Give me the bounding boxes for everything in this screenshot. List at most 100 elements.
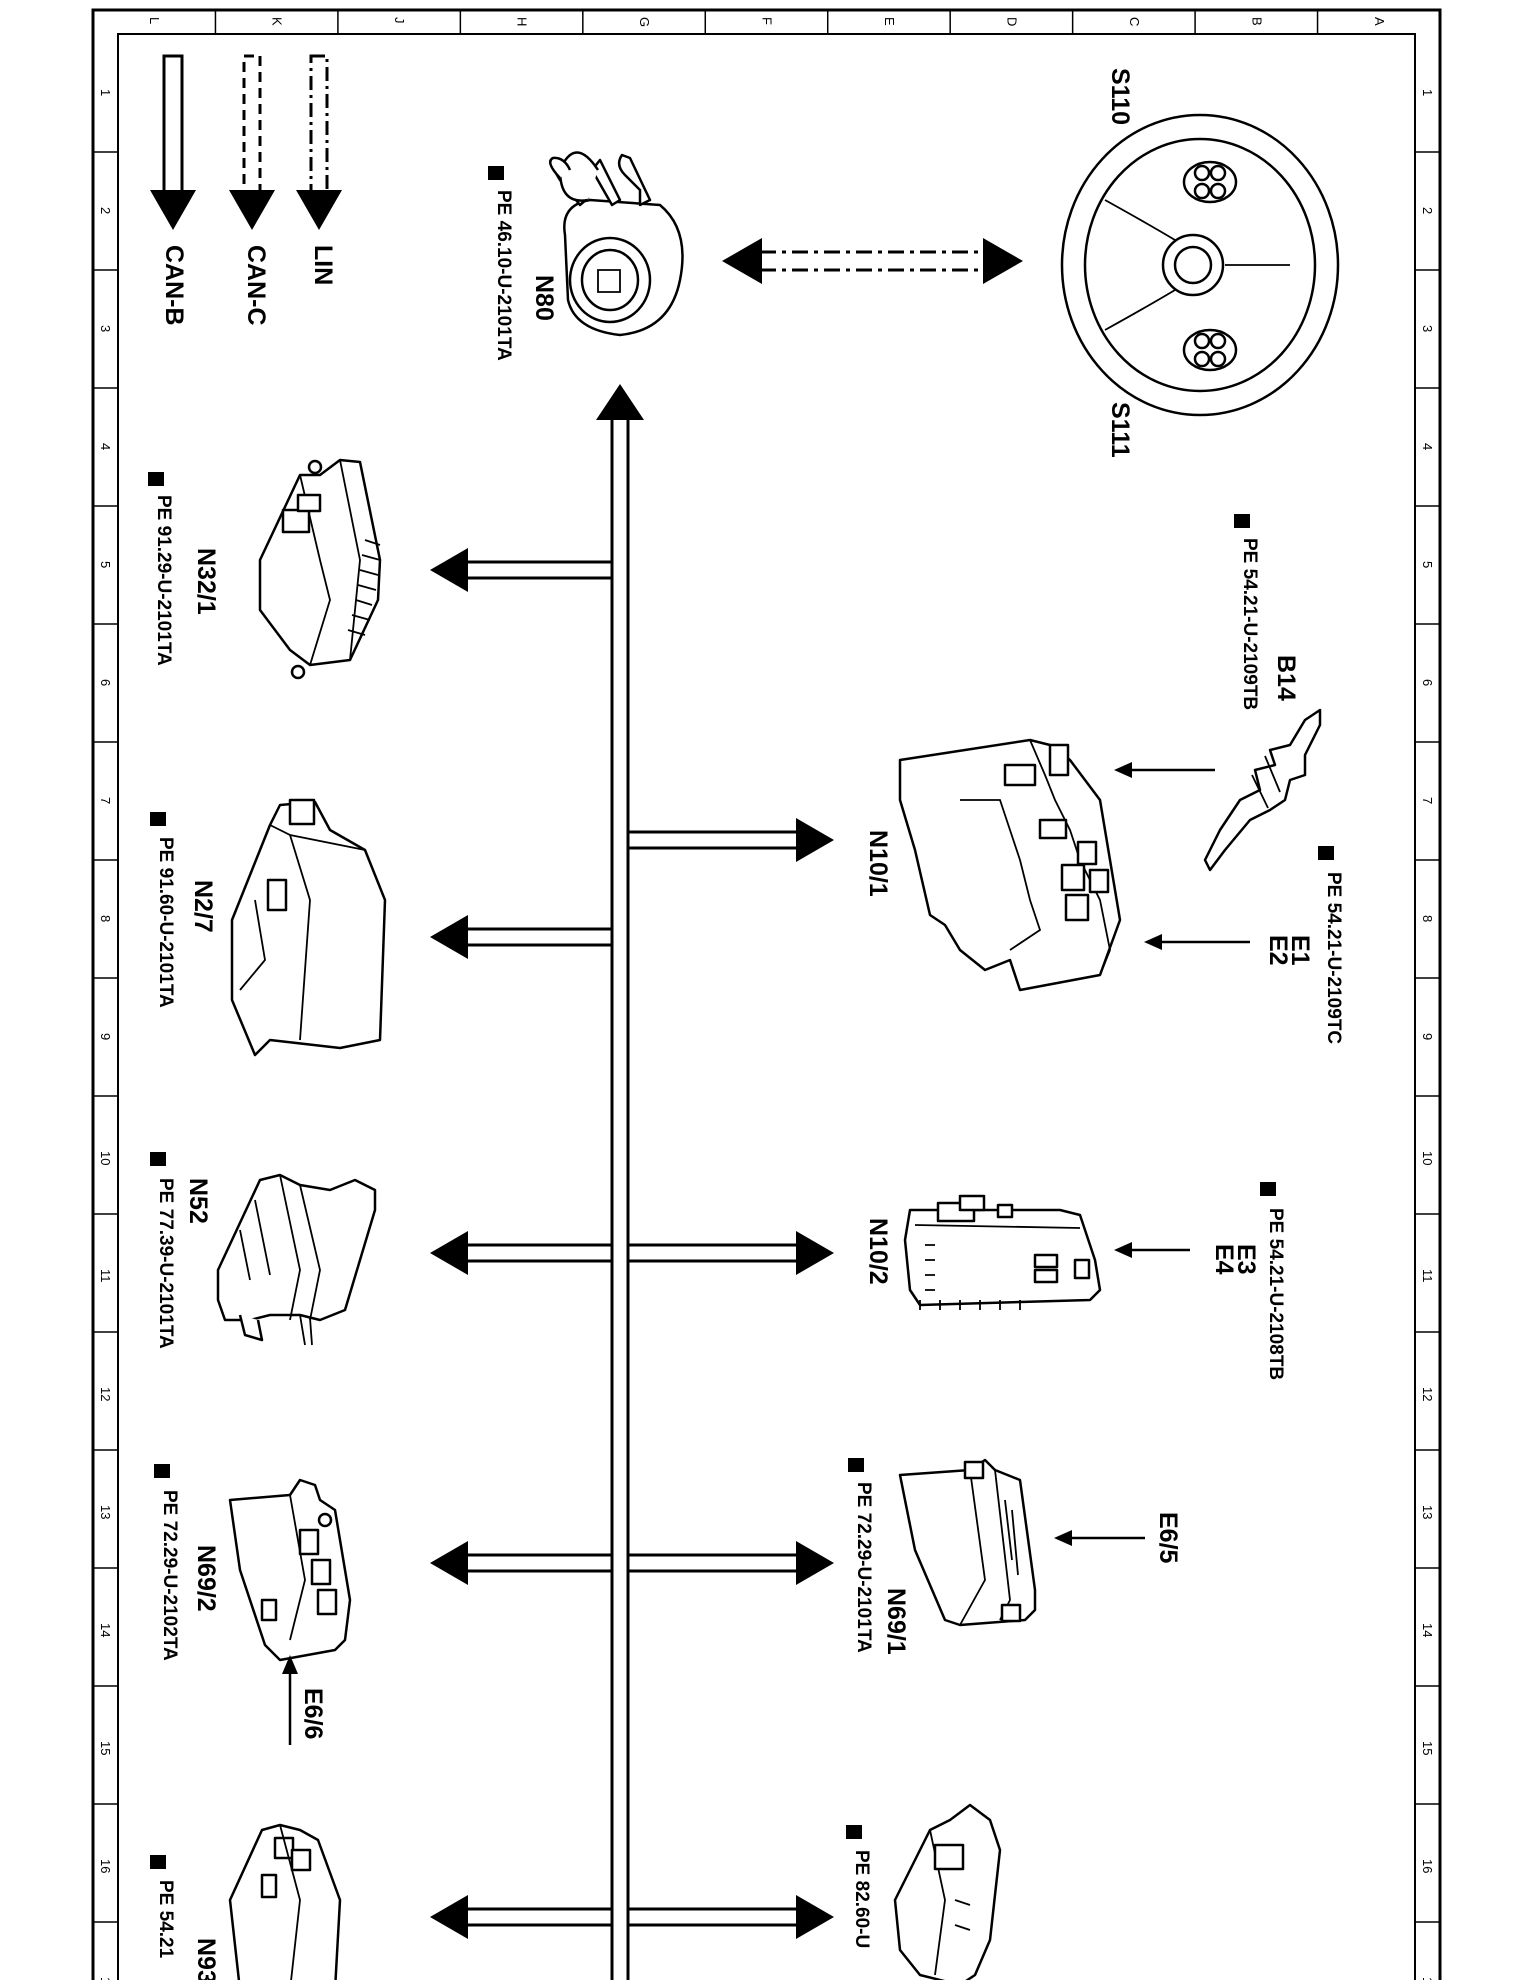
legend-lin-label: LIN [309,245,337,285]
legend: LIN CAN-C CAN-B [150,54,342,326]
n69-2-ref: PE 72.29-U-2102TA [159,1490,180,1661]
grid-number: 13 [98,1505,113,1519]
grid-number: 1 [1420,89,1435,96]
grid-letter: D [1004,17,1019,26]
arrow-to-n80 [596,384,644,420]
n80-module: N80 PE 46.10-U-2101TA [488,151,684,361]
branch-n10-1 [628,818,834,862]
grid-letter: B [1249,17,1264,26]
n32-1-module: N32/1 PE 91.29-U-2101TA [148,458,382,680]
frame [91,8,1442,1980]
e3-label: E3 [1232,1244,1260,1275]
n80-ref: PE 46.10-U-2101TA [493,190,514,361]
grid-number: 7 [98,797,113,804]
branch-n10-2 [628,1231,834,1275]
grid-number: 6 [1420,679,1435,686]
n32-1-label: N32/1 [192,548,220,615]
reference-hand-icon [150,812,166,826]
branch-n69-1 [628,1541,834,1585]
switch-s111 [1182,328,1238,372]
grid-letter: F [760,17,775,25]
e4-label: E4 [1210,1244,1238,1275]
legend-lin: LIN [296,54,342,285]
legend-can-c-label: CAN-C [242,245,270,326]
grid-letter: K [270,17,285,26]
n69-2-module: N69/2 PE 72.29-U-2102TA E6/6 [154,1464,352,1745]
n69-1-ref: PE 72.29-U-2101TA [853,1482,874,1653]
grid-number: 2 [98,207,113,214]
n69-2-label: N69/2 [192,1545,220,1612]
n10-2-label: N10/2 [864,1218,892,1285]
n52-ref: PE 77.39-U-2101TA [155,1178,176,1349]
reference-hand-icon [1318,846,1334,860]
grid-number: 2 [1420,207,1435,214]
grid-letter: G [637,17,652,27]
grid-number: 5 [98,561,113,568]
grid-number: 11 [1420,1269,1435,1283]
branch-n52 [430,1231,612,1275]
grid-number: 3 [98,325,113,332]
switch-s110 [1182,160,1238,204]
grid-number: 5 [1420,561,1435,568]
b14-label: B14 [1272,655,1300,701]
grid-number: 16 [1420,1859,1435,1873]
reference-hand-icon [150,1855,166,1869]
reference-hand-icon [150,1152,166,1166]
grid-number: 1 [1420,1977,1435,1980]
reference-hand-icon [1260,1182,1276,1196]
legend-can-b-label: CAN-B [160,245,188,326]
grid-number: 16 [98,1859,113,1873]
n10-1-label: N10/1 [864,830,892,897]
grid-number: 10 [1420,1151,1435,1165]
grid-number: 11 [98,1269,113,1283]
grid-number: 6 [98,679,113,686]
lin-link [722,238,1023,284]
reference-hand-icon [848,1458,864,1472]
n52-label: N52 [184,1178,212,1224]
grid-number: 9 [1420,1033,1435,1040]
grid-number: 1 [98,89,113,96]
e6-6-label: E6/6 [299,1688,327,1739]
branch-n2-7 [430,915,612,959]
reference-hand-icon [846,1825,862,1839]
n69-1-label: N69/1 [882,1588,910,1655]
bottom-right-module: PE 82.60-U [846,1803,1002,1980]
legend-can-b: CAN-B [150,54,196,326]
b14-ref: PE 54.21-U-2109TB [1239,538,1260,710]
grid-letter: H [515,17,530,26]
grid-number: 1 [98,1977,113,1980]
grid-number: 8 [98,915,113,922]
n93-ref: PE 54.21 [155,1880,176,1959]
grid-number: 14 [1420,1623,1435,1637]
n10-2-ref: PE 54.21-U-2108TB [1265,1208,1286,1380]
grid-number: 14 [98,1623,113,1637]
can-b-bus [430,384,834,1980]
grid-letter: C [1127,17,1142,26]
grid-number: 13 [1420,1505,1435,1519]
grid-letter: L [147,17,162,24]
n2-7-label: N2/7 [189,880,217,933]
e2-label: E2 [1264,935,1292,966]
grid-letter: E [882,17,897,26]
reference-hand-icon [488,166,504,180]
e6-5-label: E6/5 [1154,1512,1182,1564]
reference-hand-icon [148,472,164,486]
grid-number: 4 [1420,443,1435,450]
n2-7-ref: PE 91.60-U-2101TA [155,837,176,1008]
grid-letter: A [1372,17,1387,26]
e1-label: E1 [1286,935,1314,966]
b14-sensor: B14 PE 54.21-U-2109TB [1114,514,1322,872]
bottom-right-ref: PE 82.60-U [851,1850,872,1948]
n10-1-ref: PE 54.21-U-2109TC [1323,872,1344,1044]
grid-number: 15 [98,1741,113,1755]
branch-n93 [430,1895,612,1939]
branch-n69-2 [430,1541,612,1585]
grid-number: 4 [98,443,113,450]
reference-hand-icon [1234,514,1250,528]
n93-label: N93 [192,1938,220,1980]
grid-number: 10 [98,1151,113,1165]
n32-1-ref: PE 91.29-U-2101TA [153,495,174,666]
